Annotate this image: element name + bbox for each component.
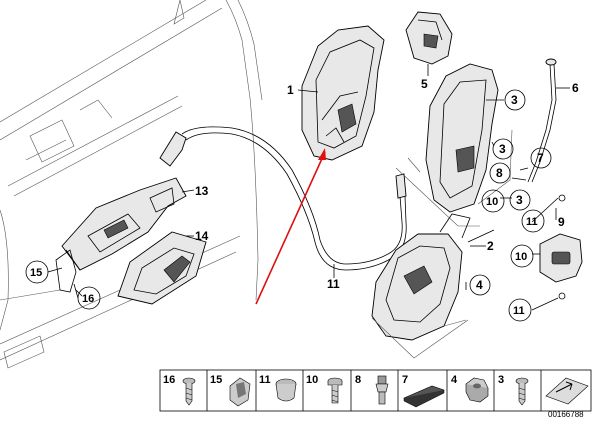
callout-5: 5 (421, 77, 428, 91)
arrow-plate-icon (545, 377, 589, 405)
callout-14: 14 (195, 229, 209, 243)
svg-text:10: 10 (306, 374, 318, 386)
svg-text:5: 5 (421, 77, 428, 91)
callout-2: 2 (487, 239, 494, 253)
rubber-plug-icon (275, 378, 297, 402)
callout-13: 13 (195, 184, 209, 198)
svg-text:16: 16 (82, 293, 94, 305)
callout-7: 7 (530, 147, 552, 169)
reference-number: 00166788 (548, 410, 584, 419)
svg-text:8: 8 (355, 374, 361, 386)
legend-item-arrow (545, 377, 589, 405)
svg-text:3: 3 (498, 374, 504, 386)
svg-text:3: 3 (511, 93, 518, 107)
legend-item-11: 11 (259, 374, 297, 402)
svg-text:3: 3 (499, 142, 506, 156)
callout-16: 16 (77, 286, 101, 310)
svg-text:15: 15 (30, 267, 42, 279)
legend-item-8: 8 (355, 374, 389, 405)
svg-text:11: 11 (526, 216, 538, 228)
door-panel-outline (0, 0, 263, 369)
callout-11b: 11 (327, 277, 340, 291)
lock-actuator (371, 213, 471, 359)
svg-text:1: 1 (287, 83, 294, 97)
screw-icon (182, 377, 196, 406)
svg-text:11: 11 (327, 277, 340, 291)
svg-text:6: 6 (572, 81, 579, 95)
callout-15: 15 (25, 260, 49, 284)
door-lock-2 (395, 63, 513, 227)
door-lock (301, 25, 385, 161)
legend-item-15: 15 (210, 374, 251, 407)
legend-item-4: 4 (451, 374, 489, 403)
callout-1: 1 (287, 83, 294, 97)
callout-3a: 3 (504, 89, 526, 111)
svg-text:2: 2 (487, 239, 494, 253)
screw-icon (515, 377, 529, 406)
striker-plate (539, 194, 583, 300)
callout-10b: 10 (510, 244, 534, 268)
handle-bezel (117, 231, 207, 305)
svg-text:4: 4 (451, 374, 458, 386)
nut-icon (465, 377, 489, 403)
callout-11a: 11 (521, 209, 545, 233)
callout-10a: 10 (481, 189, 505, 213)
torx-bolt-icon (327, 377, 343, 404)
svg-text:14: 14 (195, 229, 209, 243)
svg-text:10: 10 (515, 251, 527, 263)
svg-text:4: 4 (476, 278, 483, 292)
lock-rod (527, 58, 557, 183)
inner-handle-assembly (55, 177, 187, 299)
svg-text:7: 7 (402, 374, 408, 386)
legend-item-3: 3 (498, 374, 529, 406)
svg-text:11: 11 (513, 305, 525, 317)
legend-item-16: 16 (163, 374, 196, 406)
svg-text:7: 7 (537, 151, 544, 165)
svg-text:13: 13 (195, 184, 209, 198)
callout-3c: 3 (509, 189, 531, 211)
parts-legend: 16 15 11 10 (159, 369, 592, 412)
svg-text:9: 9 (558, 215, 565, 229)
legend-item-10: 10 (306, 374, 343, 404)
callout-8: 8 (489, 162, 511, 184)
callout-11c: 11 (508, 298, 532, 322)
leader-lines (47, 64, 570, 311)
svg-text:16: 16 (163, 374, 175, 386)
svg-text:8: 8 (496, 166, 503, 180)
clip-icon (229, 377, 251, 407)
legend-item-7: 7 (402, 374, 445, 408)
foam-pad-icon (403, 385, 445, 408)
callout-3b: 3 (492, 138, 514, 160)
svg-text:11: 11 (259, 374, 271, 386)
callout-4: 4 (469, 274, 491, 296)
svg-text:3: 3 (516, 193, 523, 207)
callout-6: 6 (572, 81, 579, 95)
svg-text:10: 10 (486, 196, 498, 208)
pin-icon (375, 375, 389, 405)
callout-9: 9 (558, 215, 565, 229)
highlight-arrow (255, 148, 326, 305)
lock-cap (405, 11, 453, 65)
svg-text:15: 15 (210, 374, 222, 386)
